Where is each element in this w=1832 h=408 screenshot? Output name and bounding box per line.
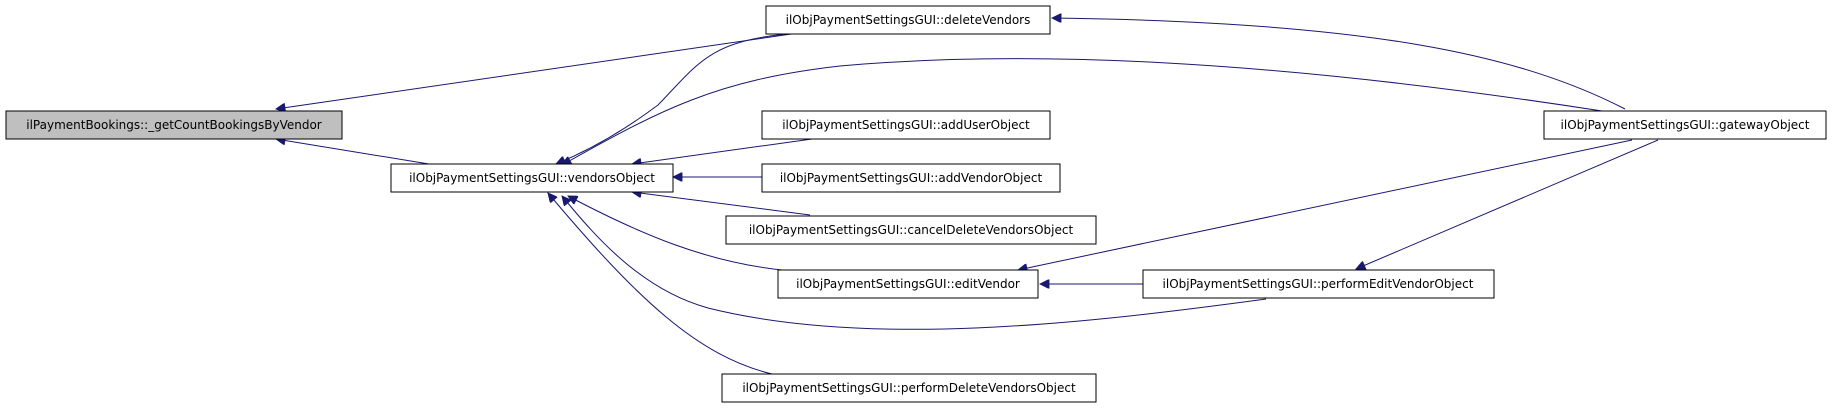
node-box <box>5 110 343 140</box>
node-label: ilObjPaymentSettingsGUI::performEditVend… <box>1163 277 1474 291</box>
edge-cancel-delete-vendors-object-to-vendors-object <box>632 192 811 216</box>
node-box <box>1543 110 1827 140</box>
node-vendors-object[interactable]: ilObjPaymentSettingsGUI::vendorsObject <box>390 163 674 193</box>
node-layer: ilPaymentBookings::_getCountBookingsByVe… <box>5 5 1827 403</box>
node-perform-delete-vendors-object[interactable]: ilObjPaymentSettingsGUI::performDeleteVe… <box>721 373 1097 403</box>
node-label: ilObjPaymentSettingsGUI::cancelDeleteVen… <box>749 223 1074 237</box>
node-label: ilObjPaymentSettingsGUI::performDeleteVe… <box>742 381 1076 395</box>
node-label: ilPaymentBookings::_getCountBookingsByVe… <box>26 118 322 132</box>
node-box <box>390 163 674 193</box>
node-add-vendor-object[interactable]: ilObjPaymentSettingsGUI::addVendorObject <box>761 163 1061 193</box>
node-label: ilObjPaymentSettingsGUI::editVendor <box>796 277 1020 291</box>
node-box <box>721 373 1097 403</box>
node-add-user-object[interactable]: ilObjPaymentSettingsGUI::addUserObject <box>761 110 1051 140</box>
node-box <box>777 269 1039 299</box>
node-box <box>765 5 1051 35</box>
node-edit-vendor[interactable]: ilObjPaymentSettingsGUI::editVendor <box>777 269 1039 299</box>
node-perform-edit-vendor-object[interactable]: ilObjPaymentSettingsGUI::performEditVend… <box>1142 269 1495 299</box>
edge-gateway-object-to-edit-vendor <box>1018 139 1633 270</box>
node-delete-vendors[interactable]: ilObjPaymentSettingsGUI::deleteVendors <box>765 5 1051 35</box>
node-label: ilObjPaymentSettingsGUI::addUserObject <box>782 118 1030 132</box>
node-box <box>761 163 1061 193</box>
node-box <box>1142 269 1495 299</box>
edge-perform-edit-vendor-object-to-vendors-object <box>562 196 1267 330</box>
edge-delete-vendors-to-vendors-object <box>556 33 787 164</box>
node-get-count-bookings[interactable]: ilPaymentBookings::_getCountBookingsByVe… <box>5 110 343 140</box>
edge-edit-vendor-to-vendors-object <box>568 196 783 271</box>
node-label: ilObjPaymentSettingsGUI::addVendorObject <box>780 171 1043 185</box>
edge-vendors-object-to-get-count-bookings <box>276 139 436 166</box>
edge-gateway-object-to-delete-vendors <box>1052 18 1626 110</box>
node-gateway-object[interactable]: ilObjPaymentSettingsGUI::gatewayObject <box>1543 110 1827 140</box>
edge-add-user-object-to-vendors-object <box>632 138 813 164</box>
node-cancel-delete-vendors-object[interactable]: ilObjPaymentSettingsGUI::cancelDeleteVen… <box>725 215 1097 245</box>
node-box <box>761 110 1051 140</box>
edge-delete-vendors-to-get-count-bookings <box>276 30 813 109</box>
node-label: ilObjPaymentSettingsGUI::vendorsObject <box>409 171 655 185</box>
edge-gateway-object-to-vendors-object <box>562 58 1603 165</box>
node-label: ilObjPaymentSettingsGUI::gatewayObject <box>1561 118 1810 132</box>
edge-layer <box>276 18 1659 375</box>
edge-gateway-object-to-perform-edit-vendor-object <box>1356 139 1659 269</box>
node-label: ilObjPaymentSettingsGUI::deleteVendors <box>786 13 1031 27</box>
edge-perform-delete-vendors-object-to-vendors-object <box>548 193 773 375</box>
node-box <box>725 215 1097 245</box>
